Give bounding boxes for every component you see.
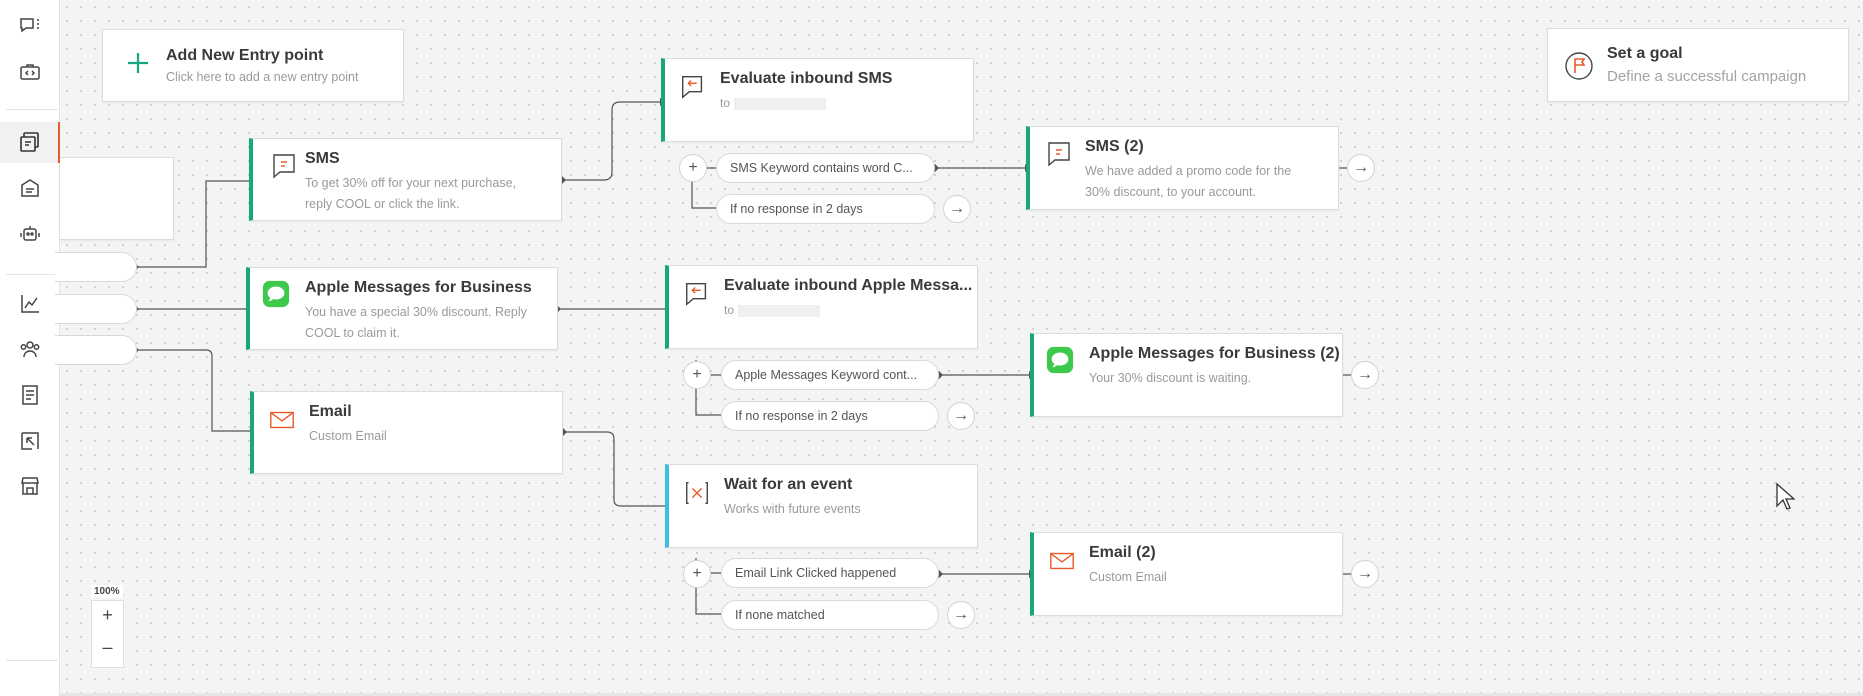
- email-node-text: Custom Email: [309, 429, 387, 443]
- email-2-node[interactable]: Email (2) Custom Email: [1030, 532, 1343, 616]
- branch-sms-keyword[interactable]: SMS Keyword contains word C...: [716, 153, 935, 183]
- add-branch-button[interactable]: +: [679, 154, 707, 182]
- sms-bubble-icon: [269, 151, 299, 181]
- email-node-title: Email: [309, 403, 352, 420]
- sms-bubble-icon: [1044, 139, 1074, 169]
- code-briefcase-icon[interactable]: [16, 58, 44, 86]
- email-2-title: Email (2): [1089, 544, 1156, 561]
- email-node[interactable]: Email Custom Email: [250, 391, 563, 474]
- arrow-right-icon[interactable]: →: [943, 195, 971, 223]
- evaluate-inbound-icon: [683, 280, 713, 310]
- add-entry-title: Add New Entry point: [166, 47, 324, 64]
- goal-subtitle: Define a successful campaign: [1607, 68, 1807, 85]
- arrow-right-icon[interactable]: →: [1351, 560, 1379, 588]
- evaluate-sms-node[interactable]: Evaluate inbound SMS to: [661, 58, 974, 142]
- goal-title: Set a goal: [1607, 45, 1683, 62]
- sms-node-text: To get 30% off for your next purchase,re…: [305, 176, 517, 211]
- sidebar-active-indicator: [58, 122, 61, 163]
- email-2-text: Custom Email: [1089, 570, 1167, 584]
- wait-event-icon: [683, 479, 713, 509]
- evaluate-apple-messages-node[interactable]: Evaluate inbound Apple Messa... to: [665, 265, 978, 349]
- add-branch-button[interactable]: +: [683, 560, 711, 588]
- arrow-right-icon[interactable]: →: [947, 402, 975, 430]
- envelope-icon: [1048, 547, 1078, 577]
- apple-messages-2-node[interactable]: Apple Messages for Business (2) Your 30%…: [1030, 333, 1343, 417]
- branch-sms-no-response[interactable]: If no response in 2 days: [716, 194, 935, 224]
- add-branch-button[interactable]: +: [683, 361, 711, 389]
- add-entry-subtitle: Click here to add a new entry point: [166, 70, 359, 84]
- entry-branch-pill[interactable]: [55, 252, 137, 282]
- bot-icon[interactable]: [16, 220, 44, 248]
- apple-messages-2-title: Apple Messages for Business (2): [1089, 345, 1340, 362]
- entry-branch-pill[interactable]: [55, 335, 137, 365]
- entry-point-card[interactable]: [60, 157, 174, 240]
- zoom-out-button[interactable]: –: [102, 637, 113, 657]
- plus-icon: [125, 50, 151, 76]
- audience-icon[interactable]: [16, 335, 44, 363]
- branch-email-link-clicked[interactable]: Email Link Clicked happened: [721, 558, 939, 588]
- apple-messages-node[interactable]: Apple Messages for Business You have a s…: [246, 267, 558, 350]
- sms-2-node[interactable]: SMS (2) We have added a promo code for t…: [1026, 126, 1339, 210]
- apple-messages-icon: [262, 280, 292, 310]
- evaluate-apple-messages-recipient: to: [724, 300, 821, 321]
- branch-none-matched[interactable]: If none matched: [721, 600, 939, 630]
- arrow-right-icon[interactable]: →: [1347, 154, 1375, 182]
- campaigns-icon[interactable]: [16, 427, 44, 455]
- journeys-icon[interactable]: [16, 128, 44, 156]
- store-icon[interactable]: [16, 472, 44, 500]
- sms-node[interactable]: SMS To get 30% off for your next purchas…: [249, 138, 562, 221]
- wait-event-text: Works with future events: [724, 502, 861, 516]
- wait-for-event-node[interactable]: Wait for an event Works with future even…: [665, 464, 978, 548]
- add-entry-point-card[interactable]: Add New Entry point Click here to add a …: [102, 29, 404, 102]
- sms-node-title: SMS: [305, 150, 340, 167]
- arrow-right-icon[interactable]: →: [947, 601, 975, 629]
- arrow-right-icon[interactable]: →: [1351, 361, 1379, 389]
- redacted-number: [734, 97, 827, 110]
- sms-2-title: SMS (2): [1085, 138, 1144, 155]
- evaluate-sms-recipient: to: [720, 93, 827, 114]
- evaluate-apple-messages-title: Evaluate inbound Apple Messa...: [724, 277, 973, 294]
- apple-messages-node-title: Apple Messages for Business: [305, 279, 532, 296]
- branch-apple-messages-no-response[interactable]: If no response in 2 days: [721, 401, 939, 431]
- analytics-chart-icon[interactable]: [16, 290, 44, 318]
- zoom-in-button[interactable]: +: [102, 605, 113, 625]
- content-icon[interactable]: [16, 381, 44, 409]
- wait-event-title: Wait for an event: [724, 476, 853, 493]
- apple-messages-icon: [1046, 346, 1076, 376]
- mouse-cursor-icon: [1775, 482, 1796, 512]
- apple-messages-2-text: Your 30% discount is waiting.: [1089, 371, 1252, 385]
- left-sidebar: [0, 0, 61, 696]
- zoom-controls: + –: [91, 600, 124, 668]
- set-goal-card[interactable]: Set a goal Define a successful campaign: [1547, 28, 1849, 102]
- envelope-icon: [268, 406, 298, 436]
- entry-branch-pill[interactable]: [55, 294, 137, 324]
- evaluate-inbound-icon: [679, 73, 709, 103]
- evaluate-sms-title: Evaluate inbound SMS: [720, 70, 893, 87]
- branch-apple-messages-keyword[interactable]: Apple Messages Keyword cont...: [721, 360, 939, 390]
- zoom-level: 100%: [91, 585, 123, 598]
- chat-list-icon[interactable]: [16, 12, 44, 40]
- redacted-number: [738, 304, 821, 317]
- templates-icon[interactable]: [16, 174, 44, 202]
- goal-flag-icon: [1564, 51, 1594, 81]
